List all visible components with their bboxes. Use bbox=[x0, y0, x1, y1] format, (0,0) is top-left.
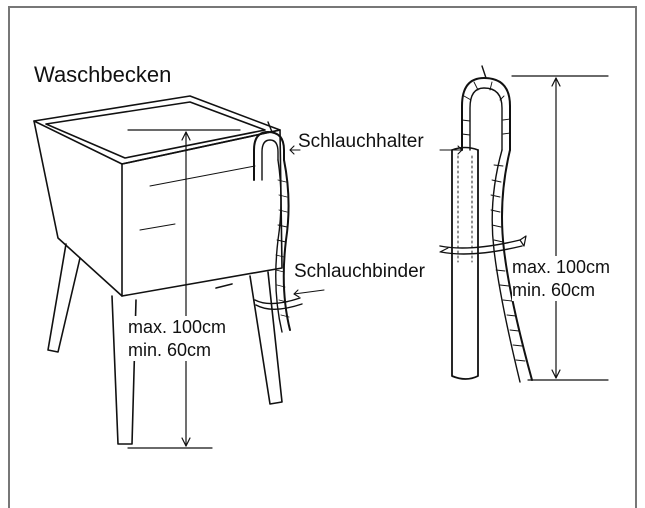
leader-lines bbox=[289, 145, 463, 298]
right-measurement: max. 100cm min. 60cm bbox=[512, 256, 611, 301]
hose-holder-label: Schlauchhalter bbox=[298, 131, 424, 152]
left-max-height: max. 100cm bbox=[128, 317, 227, 337]
left-measurement: max. 100cm min. 60cm bbox=[128, 316, 227, 361]
sink-label: Waschbecken bbox=[34, 62, 172, 87]
diagram-frame bbox=[8, 6, 637, 508]
right-max-height: max. 100cm bbox=[512, 257, 611, 277]
sink-illustration bbox=[33, 95, 303, 445]
right-min-height: min. 60cm bbox=[512, 279, 596, 300]
left-min-height: min. 60cm bbox=[128, 339, 212, 360]
standpipe-illustration bbox=[439, 65, 533, 383]
right-height-dimension bbox=[511, 75, 609, 381]
left-height-dimension bbox=[127, 129, 241, 449]
hose-tie-label: Schlauchbinder bbox=[294, 261, 425, 282]
